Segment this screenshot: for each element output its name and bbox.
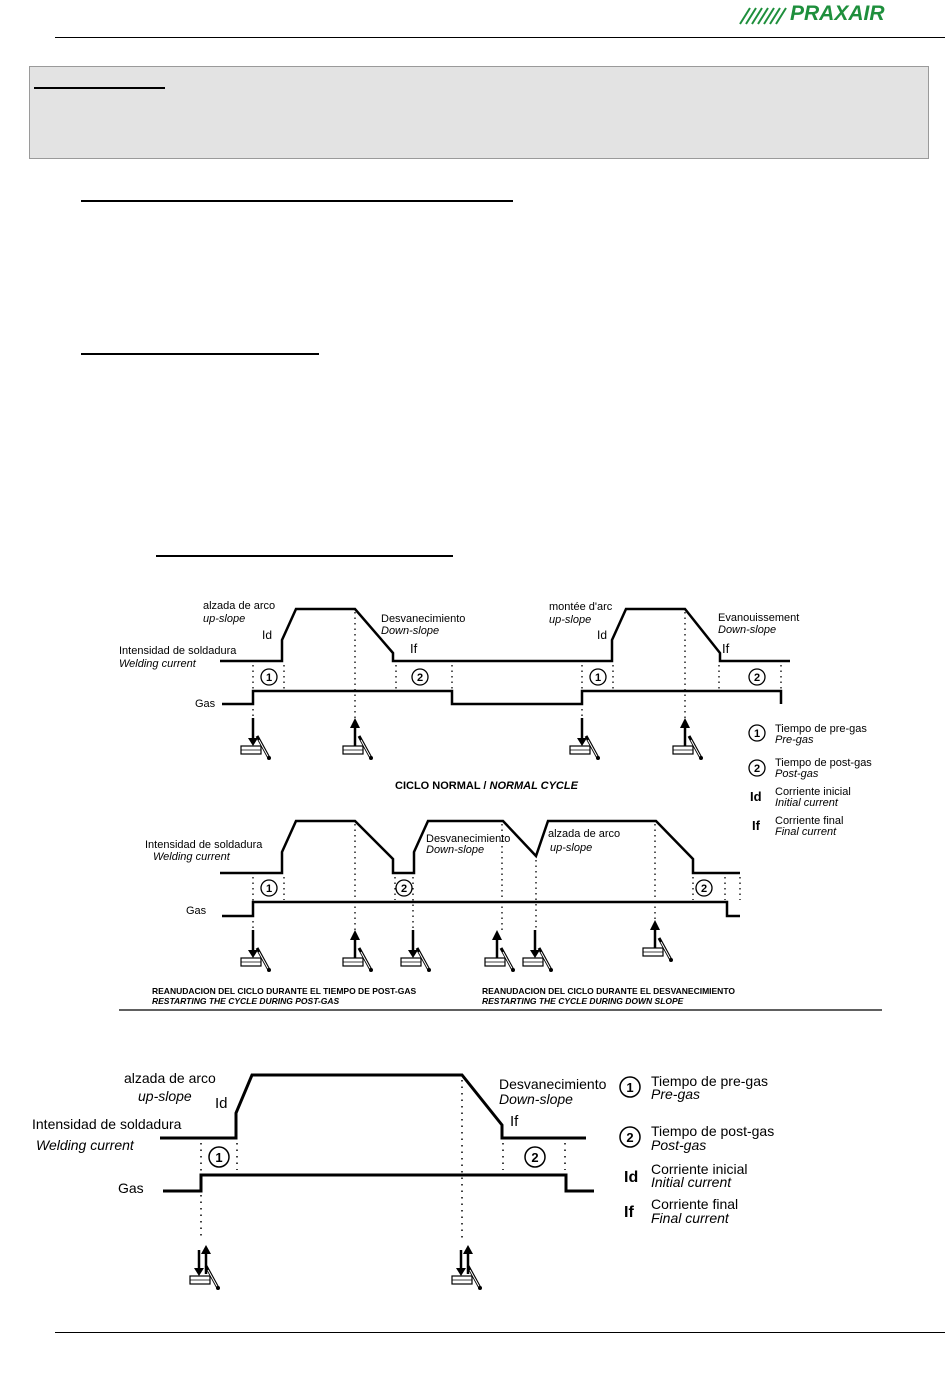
current-waveform bbox=[220, 607, 790, 663]
section-heading-rule bbox=[81, 200, 513, 202]
brand-name: PRAXAIR bbox=[790, 2, 885, 25]
svg-text:Tiempo de pre-gas: Tiempo de pre-gas bbox=[775, 723, 867, 735]
svg-text:Evanouissement: Evanouissement bbox=[718, 612, 799, 624]
svg-text:Down-slope: Down-slope bbox=[718, 624, 776, 636]
svg-text:Initial current: Initial current bbox=[775, 797, 839, 809]
svg-text:Corriente final: Corriente final bbox=[775, 815, 843, 827]
diagram-4t-cycle: 1 2 alzada de arco up-slope Id Desvaneci… bbox=[32, 1070, 607, 1290]
svg-text:2: 2 bbox=[754, 672, 760, 684]
gas-waveform bbox=[222, 689, 783, 706]
gas-waveform bbox=[163, 1173, 594, 1193]
svg-text:Welding current: Welding current bbox=[119, 658, 197, 670]
logo-stripes-icon bbox=[739, 7, 787, 25]
current-waveform bbox=[160, 1073, 586, 1140]
diagram-normal-cycle: 1 2 1 2 alzada de arco up-slope Id Desva… bbox=[119, 600, 799, 792]
svg-text:If: If bbox=[510, 1113, 519, 1130]
svg-text:Id: Id bbox=[215, 1095, 228, 1112]
svg-text:Desvanecimiento: Desvanecimiento bbox=[381, 613, 465, 625]
svg-text:If: If bbox=[410, 641, 418, 656]
svg-text:Post-gas: Post-gas bbox=[651, 1137, 706, 1153]
svg-text:REANUDACION DEL CICLO DURANTE: REANUDACION DEL CICLO DURANTE EL TIEMPO … bbox=[152, 986, 416, 996]
svg-text:2: 2 bbox=[417, 672, 423, 684]
svg-text:Id: Id bbox=[597, 628, 607, 642]
section-heading-rule bbox=[81, 353, 319, 355]
svg-text:Corriente inicial: Corriente inicial bbox=[651, 1161, 747, 1177]
svg-text:2: 2 bbox=[531, 1150, 538, 1165]
svg-text:Welding current: Welding current bbox=[36, 1137, 135, 1153]
svg-text:montée d'arc: montée d'arc bbox=[549, 601, 613, 613]
svg-text:If: If bbox=[752, 818, 761, 833]
svg-text:CICLO NORMAL / NORMAL CYCLE: CICLO NORMAL / NORMAL CYCLE bbox=[395, 780, 579, 792]
svg-text:Desvanecimiento: Desvanecimiento bbox=[499, 1076, 607, 1092]
note-box bbox=[29, 66, 929, 159]
svg-text:1: 1 bbox=[754, 728, 760, 740]
svg-text:REANUDACION DEL CICLO DURANTE: REANUDACION DEL CICLO DURANTE EL DESVANE… bbox=[482, 986, 735, 996]
footer-rule bbox=[55, 1332, 945, 1333]
svg-text:Id: Id bbox=[750, 789, 762, 804]
svg-text:1: 1 bbox=[215, 1150, 222, 1165]
svg-text:2: 2 bbox=[626, 1130, 633, 1145]
svg-text:Down-slope: Down-slope bbox=[426, 844, 484, 856]
header-rule bbox=[55, 37, 945, 38]
svg-text:If: If bbox=[722, 641, 730, 656]
svg-text:Corriente final: Corriente final bbox=[651, 1196, 738, 1212]
svg-text:Intensidad de soldadura: Intensidad de soldadura bbox=[32, 1116, 182, 1132]
svg-text:up-slope: up-slope bbox=[138, 1088, 192, 1104]
upslope-label: alzada de arco bbox=[203, 600, 275, 612]
svg-text:up-slope: up-slope bbox=[549, 614, 591, 626]
svg-text:Corriente inicial: Corriente inicial bbox=[775, 786, 851, 798]
svg-text:Welding current: Welding current bbox=[153, 851, 231, 863]
legend-middle: 1 Tiempo de pre-gas Pre-gas 2 Tiempo de … bbox=[748, 723, 872, 838]
svg-text:Desvanecimiento: Desvanecimiento bbox=[426, 833, 510, 845]
svg-text:Gas: Gas bbox=[195, 698, 216, 710]
diagram-restart-cycle: 1 2 2 Intensidad de soldadura Welding cu… bbox=[119, 819, 882, 1011]
svg-text:1: 1 bbox=[595, 672, 601, 684]
svg-text:Intensidad de soldadura: Intensidad de soldadura bbox=[145, 839, 263, 851]
svg-text:up-slope: up-slope bbox=[550, 842, 592, 854]
svg-text:up-slope: up-slope bbox=[203, 613, 245, 625]
svg-text:RESTARTING THE CYCLE DURING PO: RESTARTING THE CYCLE DURING POST-GAS bbox=[152, 996, 340, 1006]
svg-text:Post-gas: Post-gas bbox=[775, 768, 819, 780]
section-heading-rule bbox=[156, 555, 453, 557]
svg-text:Tiempo de pre-gas: Tiempo de pre-gas bbox=[651, 1073, 768, 1089]
svg-text:Final current: Final current bbox=[651, 1210, 730, 1226]
svg-text:Gas: Gas bbox=[118, 1180, 144, 1196]
svg-text:alzada de arco: alzada de arco bbox=[124, 1070, 216, 1086]
praxair-logo bbox=[738, 4, 898, 28]
svg-text:Tiempo de post-gas: Tiempo de post-gas bbox=[775, 757, 872, 769]
svg-text:Id: Id bbox=[624, 1169, 638, 1186]
svg-text:Final current: Final current bbox=[775, 826, 837, 838]
svg-text:Gas: Gas bbox=[186, 905, 207, 917]
gas-waveform bbox=[222, 900, 740, 918]
svg-text:Down-slope: Down-slope bbox=[499, 1091, 573, 1107]
svg-text:Intensidad de soldadura: Intensidad de soldadura bbox=[119, 645, 237, 657]
svg-text:1: 1 bbox=[626, 1080, 633, 1095]
svg-text:RESTARTING THE CYCLE DURING D: RESTARTING THE CYCLE DURING DOWN SLOPE bbox=[482, 996, 684, 1006]
svg-text:1: 1 bbox=[266, 672, 272, 684]
svg-text:2: 2 bbox=[401, 883, 407, 895]
svg-text:Pre-gas: Pre-gas bbox=[651, 1086, 700, 1102]
svg-text:2: 2 bbox=[701, 883, 707, 895]
legend-bottom: 1 Tiempo de pre-gas Pre-gas 2 Tiempo de … bbox=[619, 1073, 774, 1226]
current-waveform bbox=[220, 819, 740, 875]
svg-text:Tiempo de post-gas: Tiempo de post-gas bbox=[651, 1123, 774, 1139]
svg-text:alzada de arco: alzada de arco bbox=[548, 828, 620, 840]
svg-text:Initial current: Initial current bbox=[651, 1174, 732, 1190]
svg-text:1: 1 bbox=[266, 883, 272, 895]
note-heading-rule bbox=[34, 87, 165, 89]
svg-text:Down-slope: Down-slope bbox=[381, 625, 439, 637]
svg-text:If: If bbox=[624, 1204, 634, 1221]
svg-text:Pre-gas: Pre-gas bbox=[775, 734, 814, 746]
svg-text:2: 2 bbox=[754, 763, 760, 775]
svg-text:Id: Id bbox=[262, 628, 272, 642]
